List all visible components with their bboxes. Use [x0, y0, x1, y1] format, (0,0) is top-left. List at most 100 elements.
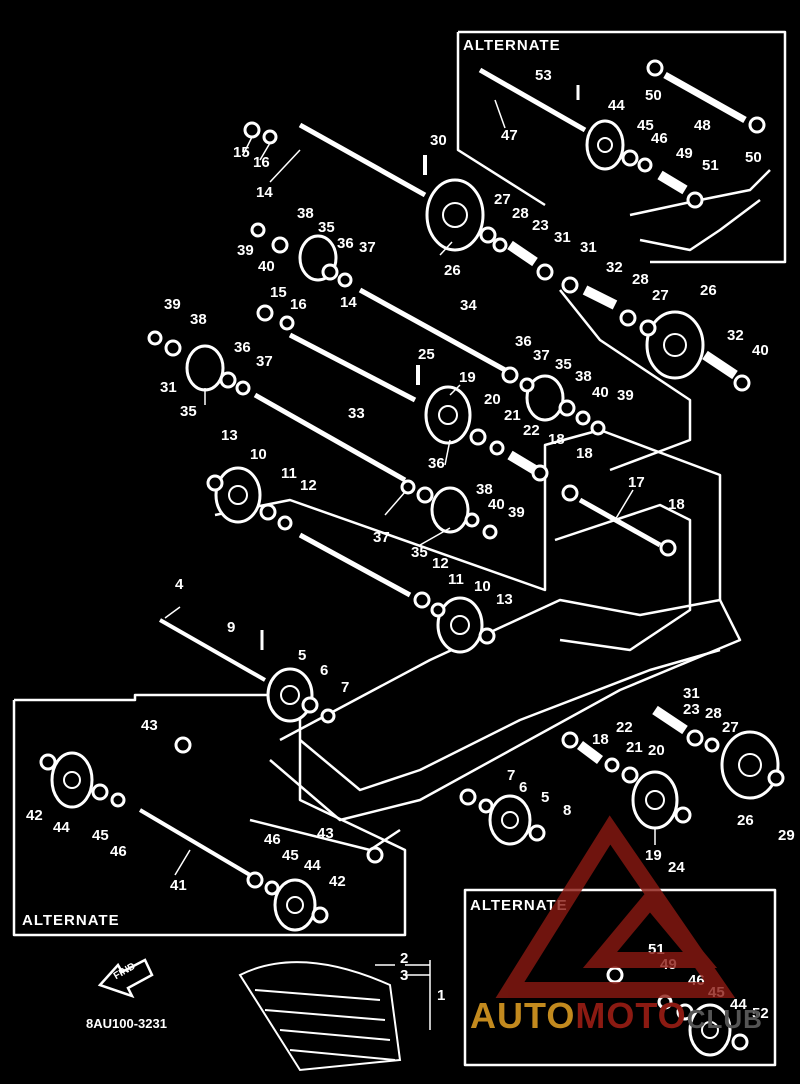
part-number-label: 7 [341, 679, 350, 696]
part-number-label: 11 [448, 571, 464, 588]
part-number-label: 45 [637, 117, 654, 134]
part-number-label: 51 [702, 157, 719, 174]
part-number-label: 39 [237, 242, 254, 259]
part-number-label: 32 [727, 327, 744, 344]
shaft-18-lower [577, 741, 603, 764]
wheel-44-left [50, 751, 94, 809]
part-number-label: 42 [26, 807, 43, 824]
part-number-label: 14 [256, 184, 273, 201]
part-number-label: 9 [227, 619, 236, 636]
part-number-label: 23 [532, 217, 549, 234]
part-number-label: 40 [488, 496, 505, 513]
part-number-label: 36 [428, 455, 445, 472]
part-number-label: 44 [53, 819, 70, 836]
wheel-44-bottom-right [688, 1003, 732, 1057]
part-number-label: 25 [418, 346, 435, 363]
part-number-label: 28 [705, 705, 722, 722]
wheel-5-lower [488, 794, 532, 846]
shaft-17 [578, 497, 662, 548]
part-number-label: 23 [683, 701, 700, 718]
wheel-10-left [214, 466, 262, 524]
part-number-label: 43 [317, 825, 334, 842]
part-number-label: 40 [752, 342, 769, 359]
part-number-label: 45 [92, 827, 109, 844]
shaft-34 [358, 287, 507, 373]
alternate-title-top-right: ALTERNATE [463, 37, 561, 54]
part-number-label: 53 [535, 67, 552, 84]
shaft-32-top [582, 285, 618, 310]
shaft-14-top [298, 122, 427, 198]
part-number-label: 39 [617, 387, 634, 404]
part-number-label: 38 [190, 311, 207, 328]
wheel-35-d [430, 486, 470, 534]
part-number-label: 31 [683, 685, 700, 702]
shaft-14-mid [288, 332, 417, 403]
part-number-label: 7 [507, 767, 516, 784]
shaft-22 [507, 450, 538, 475]
part-number-label: 10 [250, 446, 267, 463]
part-number-label: 52 [752, 1005, 769, 1022]
part-number-label: 44 [304, 857, 321, 874]
part-number-label: 24 [668, 859, 685, 876]
part-number-label: 50 [645, 87, 662, 104]
wheel-26-top [425, 178, 485, 252]
shaft-47 [478, 67, 587, 133]
part-number-label: 40 [258, 258, 275, 275]
part-number-label: 33 [348, 405, 365, 422]
part-number-label: 49 [676, 145, 693, 162]
shaft-41 [138, 808, 252, 877]
wheel-44-top-right [585, 119, 625, 171]
part-number-label: 14 [340, 294, 357, 311]
part-number-label: 28 [632, 271, 649, 288]
part-number-label: 41 [170, 877, 187, 894]
part-number-label: 37 [373, 529, 390, 546]
alternate-box-top-right [458, 30, 787, 264]
part-number-label: 27 [722, 719, 739, 736]
wheel-5 [266, 667, 314, 723]
part-number-label: 42 [329, 873, 346, 890]
track-fragment [238, 961, 402, 1072]
part-number-label: 38 [575, 368, 592, 385]
part-number-label: 5 [541, 789, 550, 806]
part-number-label: 22 [616, 719, 633, 736]
part-number-label: 31 [554, 229, 571, 246]
part-number-label: 3 [400, 967, 409, 984]
part-number-label: 21 [626, 739, 643, 756]
part-number-label: 34 [460, 297, 477, 314]
part-number-label: 38 [297, 205, 314, 222]
part-number-label: 46 [688, 972, 705, 989]
part-number-label: 18 [592, 731, 609, 748]
part-number-label: 37 [359, 239, 376, 256]
part-number-label: 26 [444, 262, 461, 279]
part-number-label: 18 [576, 445, 593, 462]
part-number-label: 16 [290, 296, 307, 313]
diagram-code: 8AU100-3231 [86, 1016, 167, 1031]
part-number-label: 43 [141, 717, 158, 734]
watermark-text: AUTOMOTOCLUB [470, 995, 763, 1036]
part-number-label: 21 [504, 407, 521, 424]
wheel-19 [424, 385, 472, 445]
part-number-label: 30 [430, 132, 447, 149]
part-number-label: 35 [555, 356, 572, 373]
part-number-label: 44 [608, 97, 625, 114]
part-number-label: 19 [459, 369, 476, 386]
part-number-label: 49 [660, 956, 677, 973]
find-arrow-icon [97, 958, 154, 999]
part-number-label: 20 [648, 742, 665, 759]
part-number-label: 39 [164, 296, 181, 313]
part-number-label: 47 [501, 127, 518, 144]
shaft-23 [507, 240, 538, 267]
part-number-label: 27 [494, 191, 511, 208]
wheel-19-lower [631, 770, 679, 830]
shaft-48 [663, 71, 747, 124]
part-number-label: 36 [515, 333, 532, 350]
part-number-label: 36 [234, 339, 251, 356]
part-number-label: 11 [281, 465, 297, 482]
part-number-label: 13 [221, 427, 238, 444]
part-number-label: 4 [175, 576, 184, 593]
part-number-label: 32 [606, 259, 623, 276]
part-number-label: 46 [110, 843, 127, 860]
part-number-label: 5 [298, 647, 307, 664]
part-number-label: 27 [652, 287, 669, 304]
